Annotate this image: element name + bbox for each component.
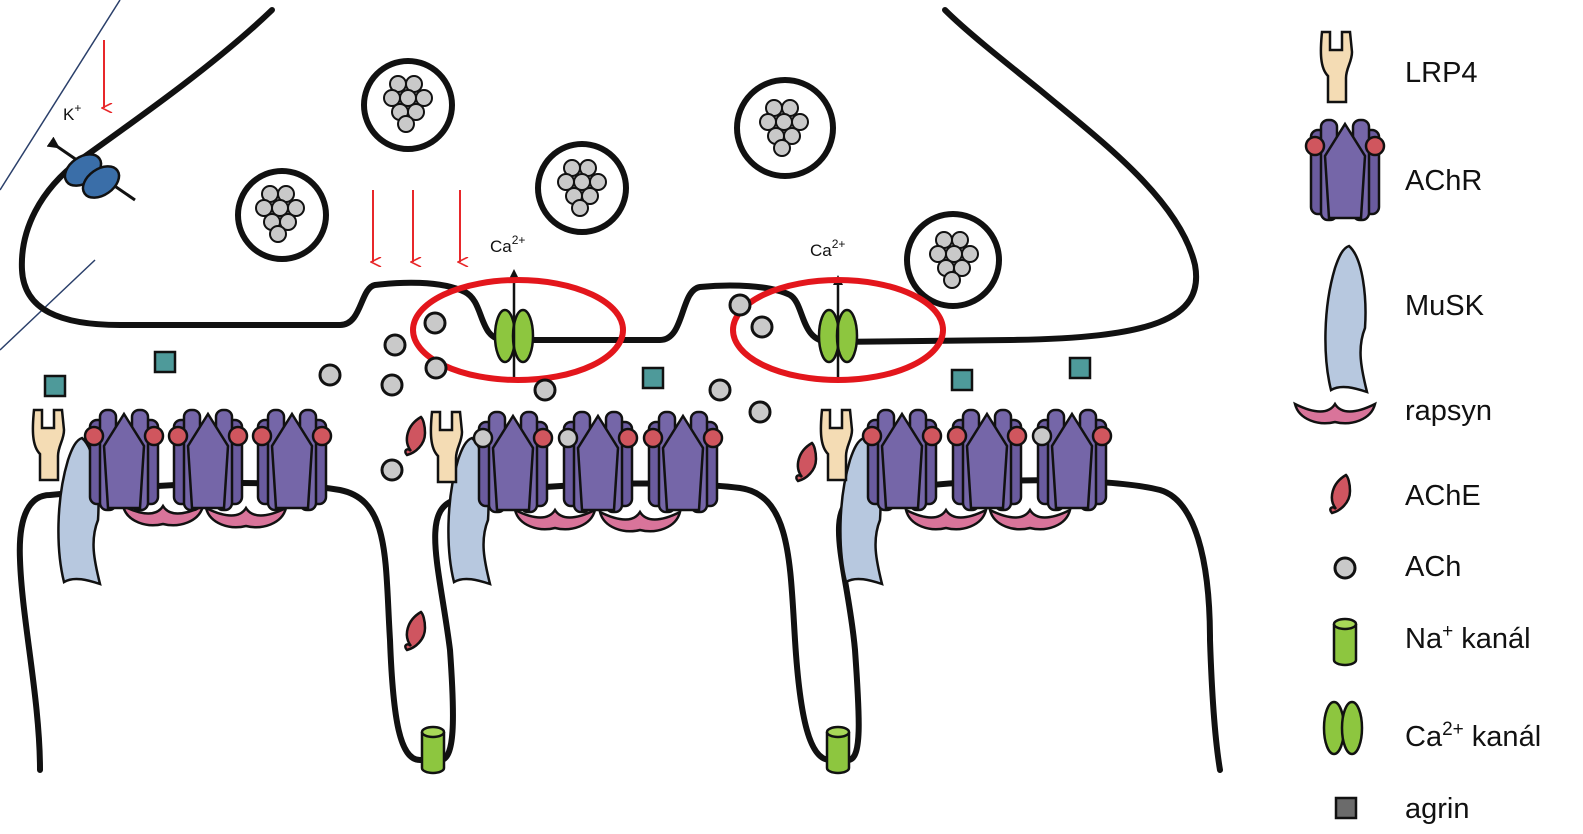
legend-ache-icon [1330,475,1350,513]
legend: LRP4 AChR MuSK rapsyn AChE ACh Na+ kanál… [1295,32,1541,825]
receptor-cluster [821,410,1111,584]
legend-musk-label: MuSK [1405,290,1485,322]
legend-ache-label: AChE [1405,480,1481,512]
synaptic-vesicle [538,144,626,232]
legend-musk-icon [1325,246,1367,392]
receptor-cluster [431,412,722,584]
legend-lrp4-icon [1321,32,1352,102]
legend-rapsyn-icon [1295,404,1375,423]
legend-lrp4-label: LRP4 [1405,57,1478,89]
calcium-label-left: Ca2+ [490,233,525,256]
legend-ca-channel-icon [1324,702,1362,754]
na-channel [827,727,849,773]
legend-agrin-label: agrin [1405,793,1470,825]
ca-channel [495,274,533,378]
corner-line [0,260,95,350]
synaptic-vesicle [238,171,326,259]
legend-na-channel-label: Na+ kanál [1405,621,1531,655]
legend-ca-channel-label: Ca2+ kanál [1405,719,1541,753]
ache-molecule [405,612,425,650]
legend-agrin-icon [1336,798,1356,818]
synaptic-vesicle [364,61,452,149]
receptor-cluster [33,410,331,584]
synaptic-vesicle [737,80,833,176]
na-channel [422,727,444,773]
k-channel [55,145,135,204]
legend-achr-label: AChR [1405,165,1482,197]
potassium-label: K+ [63,101,81,124]
legend-na-channel-icon [1334,619,1356,665]
legend-rapsyn-label: rapsyn [1405,395,1492,427]
legend-ach-label: ACh [1405,551,1461,583]
ache-molecule [405,417,425,455]
synaptic-vesicle [907,214,999,306]
ache-molecule [796,443,816,481]
legend-achr-icon [1306,120,1384,220]
calcium-label-right: Ca2+ [810,237,845,260]
ca-channel [819,280,857,378]
legend-ach-icon [1335,558,1355,578]
